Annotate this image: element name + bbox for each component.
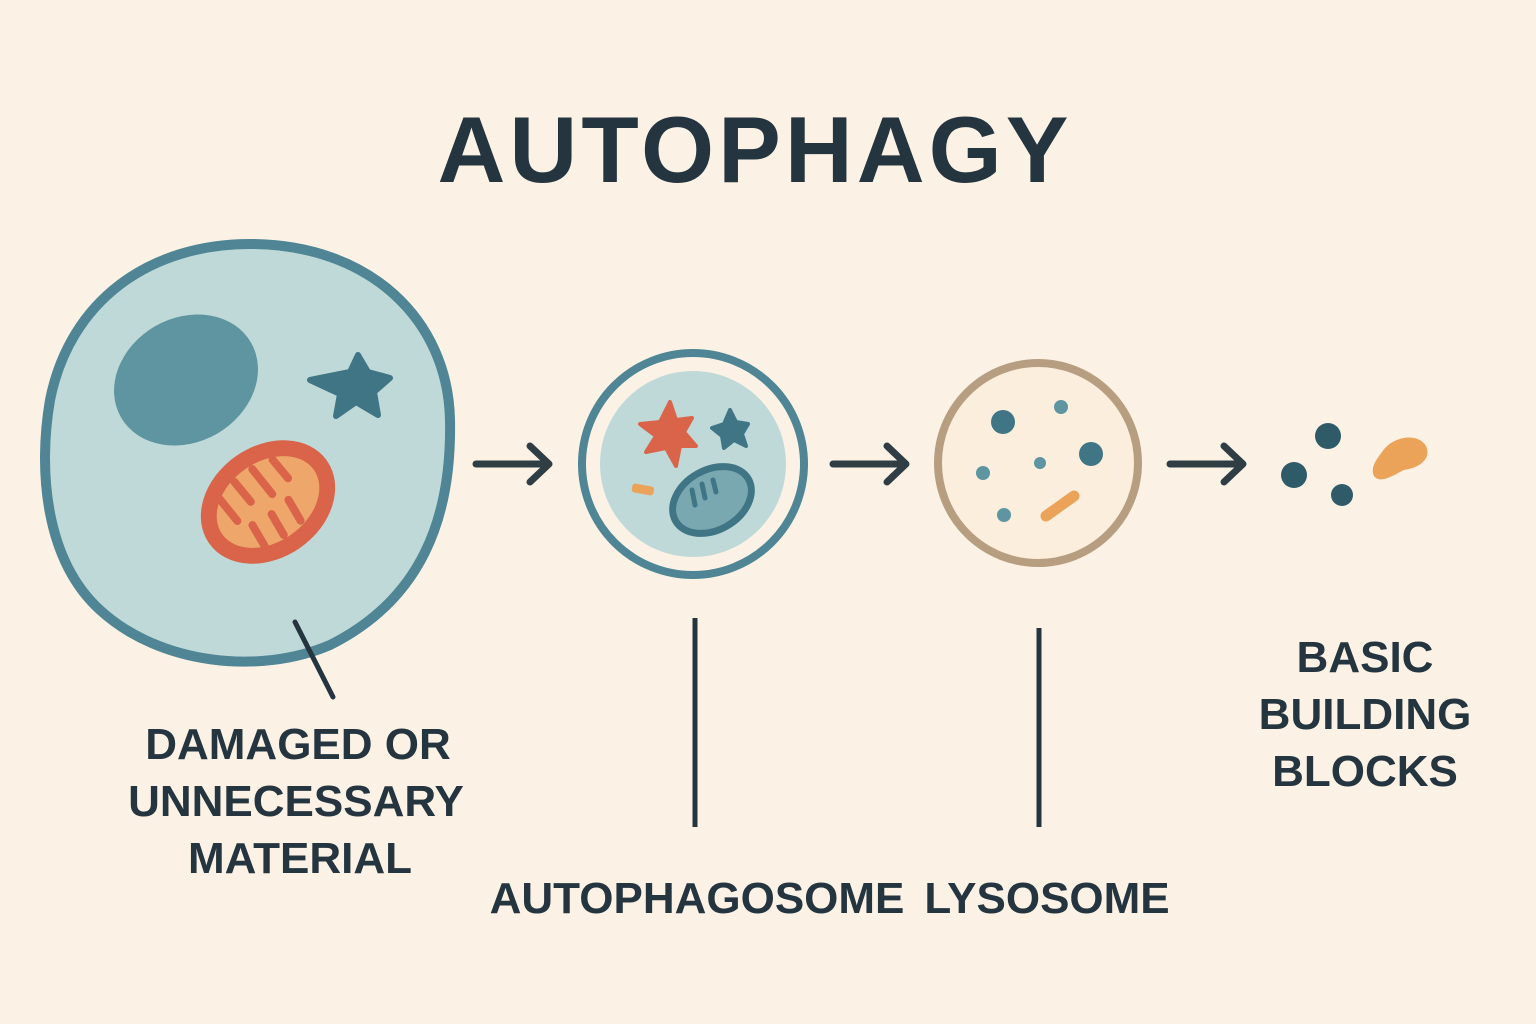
arrow-icon xyxy=(829,442,910,486)
autophagosome xyxy=(578,349,808,827)
label-damaged-material: DAMAGED OR UNNECESSARY MATERIAL xyxy=(128,720,464,883)
pointer-line xyxy=(292,619,336,700)
label-building-blocks: BASIC BUILDING BLOCKS xyxy=(1259,633,1472,796)
mitochondrion xyxy=(200,440,336,564)
arrow-icon xyxy=(472,442,553,486)
label-line: BUILDING xyxy=(1259,690,1472,739)
cell xyxy=(40,238,456,700)
diagram-title: AUTOPHAGY xyxy=(438,97,1073,202)
label-autophagosome: AUTOPHAGOSOME xyxy=(490,874,905,923)
label-line: BLOCKS xyxy=(1272,747,1458,796)
nucleus xyxy=(114,314,258,446)
label-lysosome: LYSOSOME xyxy=(924,874,1169,923)
lysosome xyxy=(934,359,1142,827)
star-organelle xyxy=(307,352,393,419)
arrow-icon xyxy=(1166,442,1247,486)
label-line: MATERIAL xyxy=(188,834,412,883)
building-blocks xyxy=(1281,423,1428,506)
label-line: UNNECESSARY xyxy=(128,777,464,826)
label-line: DAMAGED OR xyxy=(145,720,451,769)
label-line: BASIC xyxy=(1297,633,1434,682)
